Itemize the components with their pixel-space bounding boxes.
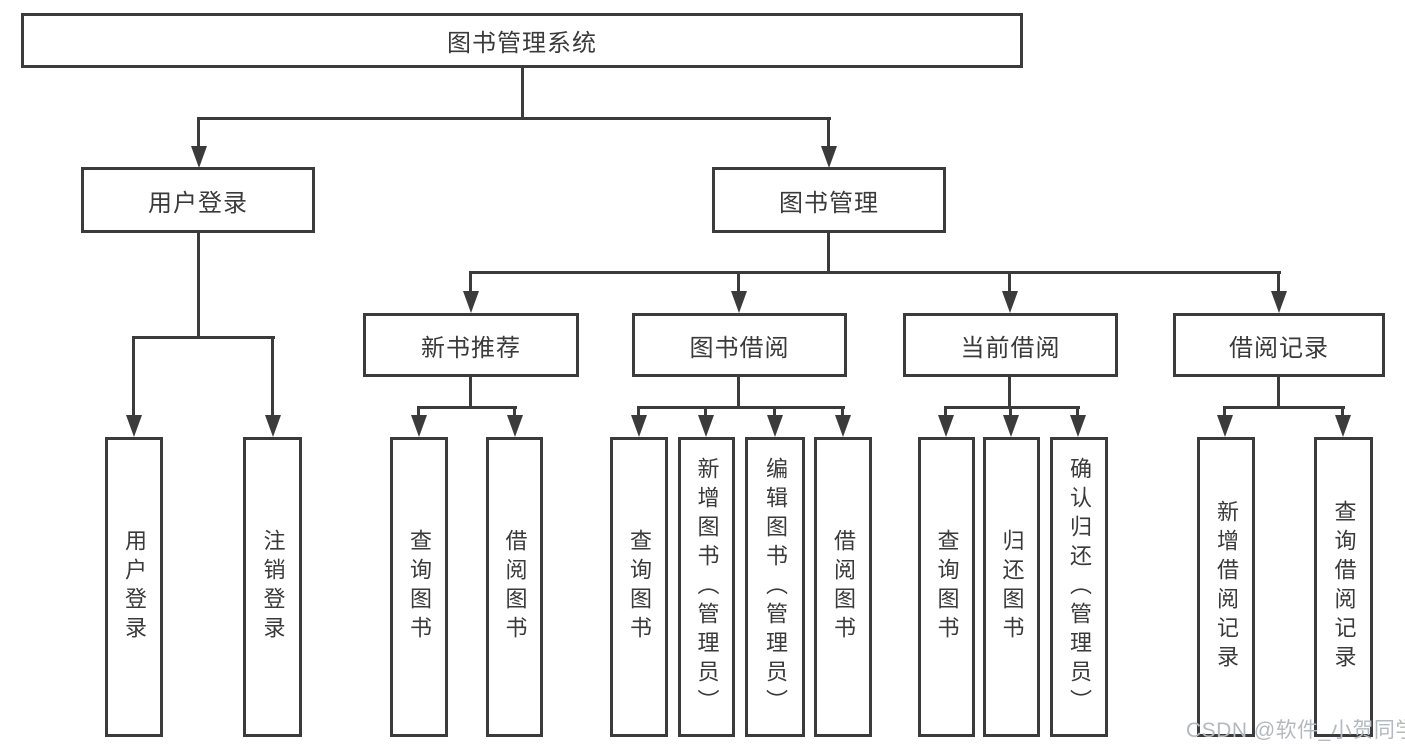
connector-login-drop xyxy=(197,119,200,146)
connector-root-stem xyxy=(521,68,524,120)
leaf-return-books: 归还图书 xyxy=(983,437,1040,737)
leaf-edit-book-admin: 编辑图书（管理员） xyxy=(745,437,805,737)
connector-leaf-drop xyxy=(944,408,947,417)
leaf-confirm-return-admin: 确认归还（管理员） xyxy=(1050,437,1108,737)
node-label: 图书管理系统 xyxy=(447,30,597,57)
connector-records-stem xyxy=(1277,377,1280,408)
connector-current-bus xyxy=(944,406,1080,409)
connector-records-bus xyxy=(1223,406,1345,409)
leaf-borrow-books: 借阅图书 xyxy=(814,437,872,737)
leaf-add-borrow-record: 新增借阅记录 xyxy=(1197,437,1255,737)
node-current-borrowing: 当前借阅 xyxy=(903,313,1118,377)
leaf-label: 归还图书 xyxy=(999,529,1025,645)
connector-leaf-drop xyxy=(841,408,844,417)
connector-login-bus xyxy=(132,336,275,339)
leaf-label: 用户登录 xyxy=(122,529,147,645)
leaf-logout: 注销登录 xyxy=(243,437,302,737)
leaf-label: 新增图书（管理员） xyxy=(694,456,720,718)
arrowhead-leaf xyxy=(698,415,714,437)
connector-borrow-stem xyxy=(737,377,740,408)
leaf-query-books-current: 查询图书 xyxy=(918,437,975,737)
connector-leaf-drop xyxy=(513,408,516,417)
connector-current-drop xyxy=(1008,273,1011,292)
leaf-label: 确认归还（管理员） xyxy=(1067,456,1092,718)
arrowhead-leaf xyxy=(767,415,783,437)
connector-userlogin-drop xyxy=(132,338,135,416)
connector-mgmt-drop xyxy=(827,119,830,146)
arrowhead-leaf xyxy=(507,415,523,437)
leaf-label: 查询借阅记录 xyxy=(1331,500,1357,674)
node-label: 当前借阅 xyxy=(960,334,1061,362)
connector-level2-bus xyxy=(197,117,831,120)
node-book-management: 图书管理 xyxy=(712,167,946,233)
leaf-label: 注销登录 xyxy=(260,529,286,645)
leaf-query-borrow-record: 查询借阅记录 xyxy=(1314,437,1373,737)
arrowhead-leaf xyxy=(411,415,427,437)
leaf-label: 编辑图书（管理员） xyxy=(763,456,788,718)
node-book-borrowing: 图书借阅 xyxy=(632,313,847,377)
connector-mgmt-stem xyxy=(827,233,830,274)
node-label: 用户登录 xyxy=(148,189,248,217)
connector-borrow-bus xyxy=(637,406,845,409)
connector-leaf-drop xyxy=(1341,408,1344,417)
leaf-label: 查询图书 xyxy=(627,529,652,645)
connector-level3-bus xyxy=(469,271,1281,274)
arrowhead-borrow xyxy=(731,291,747,313)
node-label: 图书借阅 xyxy=(689,334,790,362)
connector-newbook-drop xyxy=(469,273,472,292)
connector-leaf-drop xyxy=(1009,408,1012,417)
connector-newbook-stem xyxy=(469,377,472,408)
arrowhead-leaf xyxy=(631,415,647,437)
arrowhead-newbook xyxy=(463,291,479,313)
connector-leaf-drop xyxy=(1076,408,1079,417)
arrowhead-leaf xyxy=(1003,415,1019,437)
csdn-watermark: CSDN @软件_小贺同学 xyxy=(1186,719,1405,742)
node-label: 图书管理 xyxy=(779,189,879,217)
node-user-login: 用户登录 xyxy=(81,167,315,233)
node-label: 借阅记录 xyxy=(1229,334,1329,362)
connector-records-drop xyxy=(1277,273,1280,292)
leaf-label: 借阅图书 xyxy=(831,529,856,645)
arrowhead-leaf xyxy=(938,415,954,437)
arrowhead-leaf xyxy=(1217,415,1233,437)
connector-logout-drop xyxy=(271,338,274,416)
connector-leaf-drop xyxy=(417,408,420,417)
leaf-add-book-admin: 新增图书（管理员） xyxy=(678,437,735,737)
arrowhead-login xyxy=(191,146,207,168)
connector-leaf-drop xyxy=(704,408,707,417)
leaf-label: 借阅图书 xyxy=(502,529,528,645)
arrowhead-leaf xyxy=(835,415,851,437)
connector-login-stem xyxy=(197,233,200,337)
leaf-borrow-books-recommend: 借阅图书 xyxy=(486,437,543,737)
leaf-query-books-borrowing: 查询图书 xyxy=(610,437,668,737)
arrowhead-logout xyxy=(265,415,281,437)
node-label: 新书推荐 xyxy=(421,334,521,362)
arrowhead-leaf xyxy=(1070,415,1086,437)
leaf-label: 新增借阅记录 xyxy=(1214,500,1239,674)
connector-leaf-drop xyxy=(1223,408,1226,417)
arrowhead-leaf xyxy=(1335,415,1351,437)
arrowhead-mgmt xyxy=(821,146,837,168)
connector-leaf-drop xyxy=(773,408,776,417)
leaf-query-books-recommend: 查询图书 xyxy=(390,437,448,737)
node-library-management-system: 图书管理系统 xyxy=(21,13,1023,68)
arrowhead-records xyxy=(1271,291,1287,313)
leaf-label: 查询图书 xyxy=(934,529,960,645)
node-new-book-recommend: 新书推荐 xyxy=(363,313,579,377)
arrowhead-current xyxy=(1002,291,1018,313)
connector-leaf-drop xyxy=(637,408,640,417)
leaf-label: 查询图书 xyxy=(407,529,432,645)
leaf-user-login: 用户登录 xyxy=(105,437,163,737)
connector-borrow-drop xyxy=(737,273,740,292)
connector-newbook-bus xyxy=(417,406,517,409)
arrowhead-userlogin xyxy=(126,415,142,437)
connector-current-stem xyxy=(1008,377,1011,408)
node-borrowing-records: 借阅记录 xyxy=(1173,313,1385,377)
